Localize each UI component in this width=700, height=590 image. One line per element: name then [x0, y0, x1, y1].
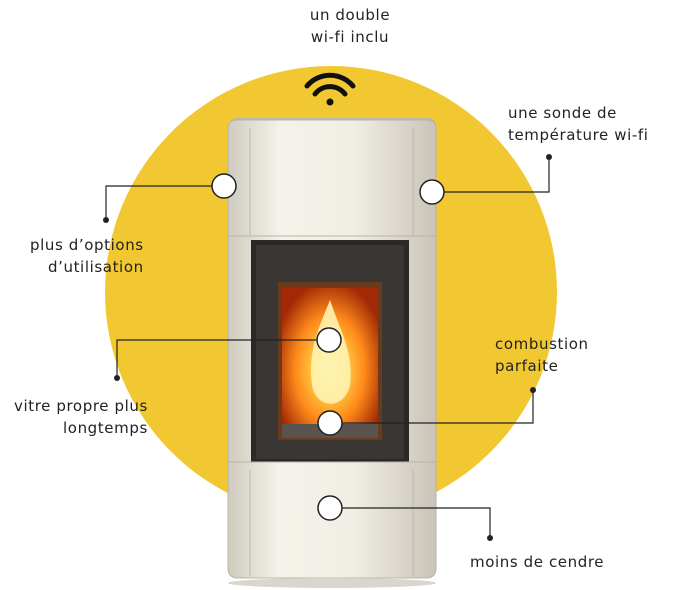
label-wifi: un double wi-fi inclu — [309, 6, 391, 46]
hotspots — [211, 173, 445, 521]
wifi-icon — [304, 72, 356, 106]
label-temperature-probe: une sonde de température wi-fi — [508, 104, 649, 144]
callout-line-combustion — [330, 390, 534, 424]
hotspot-combustion — [317, 410, 343, 436]
label-more-options: plus d’options d’utilisation — [30, 236, 144, 276]
hotspot-options — [211, 173, 237, 199]
callout-lines — [105, 157, 550, 538]
hotspot-ash — [317, 495, 343, 521]
callout-line-ash — [330, 507, 491, 538]
label-combustion: combustion parfaite — [495, 335, 589, 375]
callout-line-options — [105, 185, 224, 220]
callout-line-probe — [432, 157, 550, 193]
callout-line-glass — [116, 339, 329, 378]
callout-dots — [103, 154, 552, 541]
hotspot-probe — [419, 179, 445, 205]
hotspot-glass — [316, 327, 342, 353]
label-clean-glass: vitre propre plus longtemps — [14, 397, 148, 437]
label-less-ash: moins de cendre — [470, 553, 605, 571]
